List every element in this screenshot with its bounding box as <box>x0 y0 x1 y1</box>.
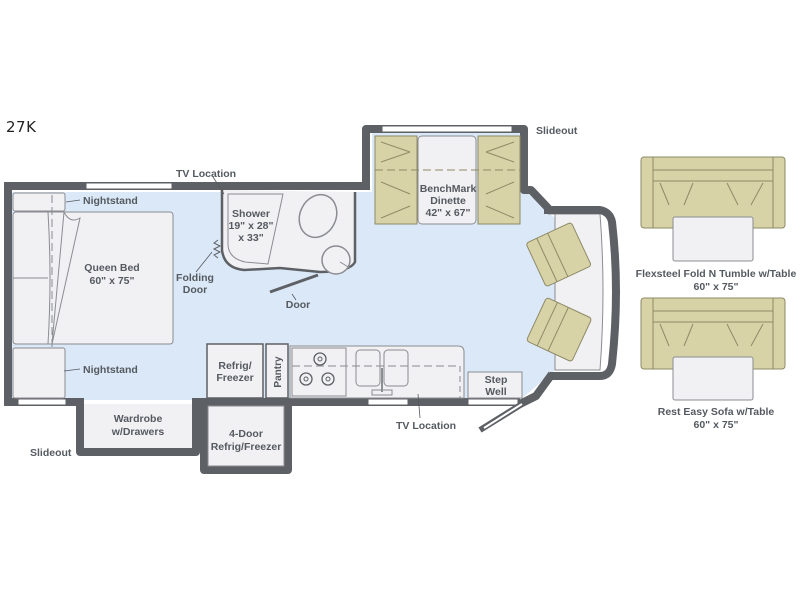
windows <box>17 125 519 406</box>
label-step-2: Well <box>485 386 506 398</box>
label-door: Door <box>286 299 311 311</box>
label-dinette-2: Dinette <box>430 195 466 207</box>
nightstand-top <box>12 192 66 212</box>
model-name: 27K <box>6 118 37 136</box>
queen-bed <box>12 195 174 398</box>
label-slideout-bottom: Slideout <box>30 447 72 459</box>
label-slideout-top: Slideout <box>536 125 578 137</box>
label-wardrobe-2: w/Drawers <box>111 426 165 438</box>
label-folding-2: Door <box>183 284 208 296</box>
option-rest-easy[interactable] <box>640 297 786 401</box>
label-queen-bed-size: 60" x 75" <box>90 275 135 287</box>
label-dinette-1: BenchMark <box>420 183 477 195</box>
step-well <box>467 371 523 399</box>
bathroom <box>220 190 357 275</box>
label-refrig-2: Freezer <box>216 372 253 384</box>
label-dinette-size: 42" x 67" <box>426 207 471 219</box>
label-folding-1: Folding <box>176 272 214 284</box>
label-refrig-1: Refrig/ <box>218 360 251 372</box>
label-shower: Shower <box>232 208 270 220</box>
pantry <box>265 343 289 399</box>
label-four-door-1: 4-Door <box>229 428 263 440</box>
option-flexsteel[interactable] <box>640 156 786 262</box>
label-nightstand-top: Nightstand <box>83 195 138 207</box>
label-queen-bed: Queen Bed <box>84 262 139 274</box>
label-pantry: Pantry <box>273 356 284 388</box>
label-wardrobe-1: Wardrobe <box>114 413 163 425</box>
benchmark-dinette <box>374 135 521 225</box>
option-2-name: Rest Easy Sofa w/Table <box>658 406 775 418</box>
label-tv-location-top: TV Location <box>176 168 236 180</box>
bathroom-door[interactable] <box>269 273 319 294</box>
option-1-size: 60" x 75" <box>694 281 739 293</box>
wardrobe <box>84 404 192 448</box>
option-2-size: 60" x 75" <box>694 419 739 431</box>
kitchen-counter <box>289 345 465 399</box>
refrig-freezer <box>206 343 264 399</box>
label-shower-size-1: 19" x 28" <box>229 220 274 232</box>
leader-lines <box>63 176 421 419</box>
nightstand-bottom <box>12 347 66 399</box>
label-tv-location-bottom: TV Location <box>396 420 456 432</box>
cab-seats <box>526 222 592 362</box>
entry-door[interactable] <box>478 401 524 433</box>
label-step-1: Step <box>485 374 508 386</box>
exterior-walls <box>4 125 620 474</box>
label-shower-size-2: x 33" <box>238 232 263 244</box>
label-nightstand-bottom: Nightstand <box>83 364 138 376</box>
four-door-refrig <box>207 405 285 467</box>
folding-door[interactable] <box>212 239 222 259</box>
label-four-door-2: Refrig/Freezer <box>211 441 282 453</box>
option-1-name: Flexsteel Fold N Tumble w/Table <box>636 268 797 280</box>
